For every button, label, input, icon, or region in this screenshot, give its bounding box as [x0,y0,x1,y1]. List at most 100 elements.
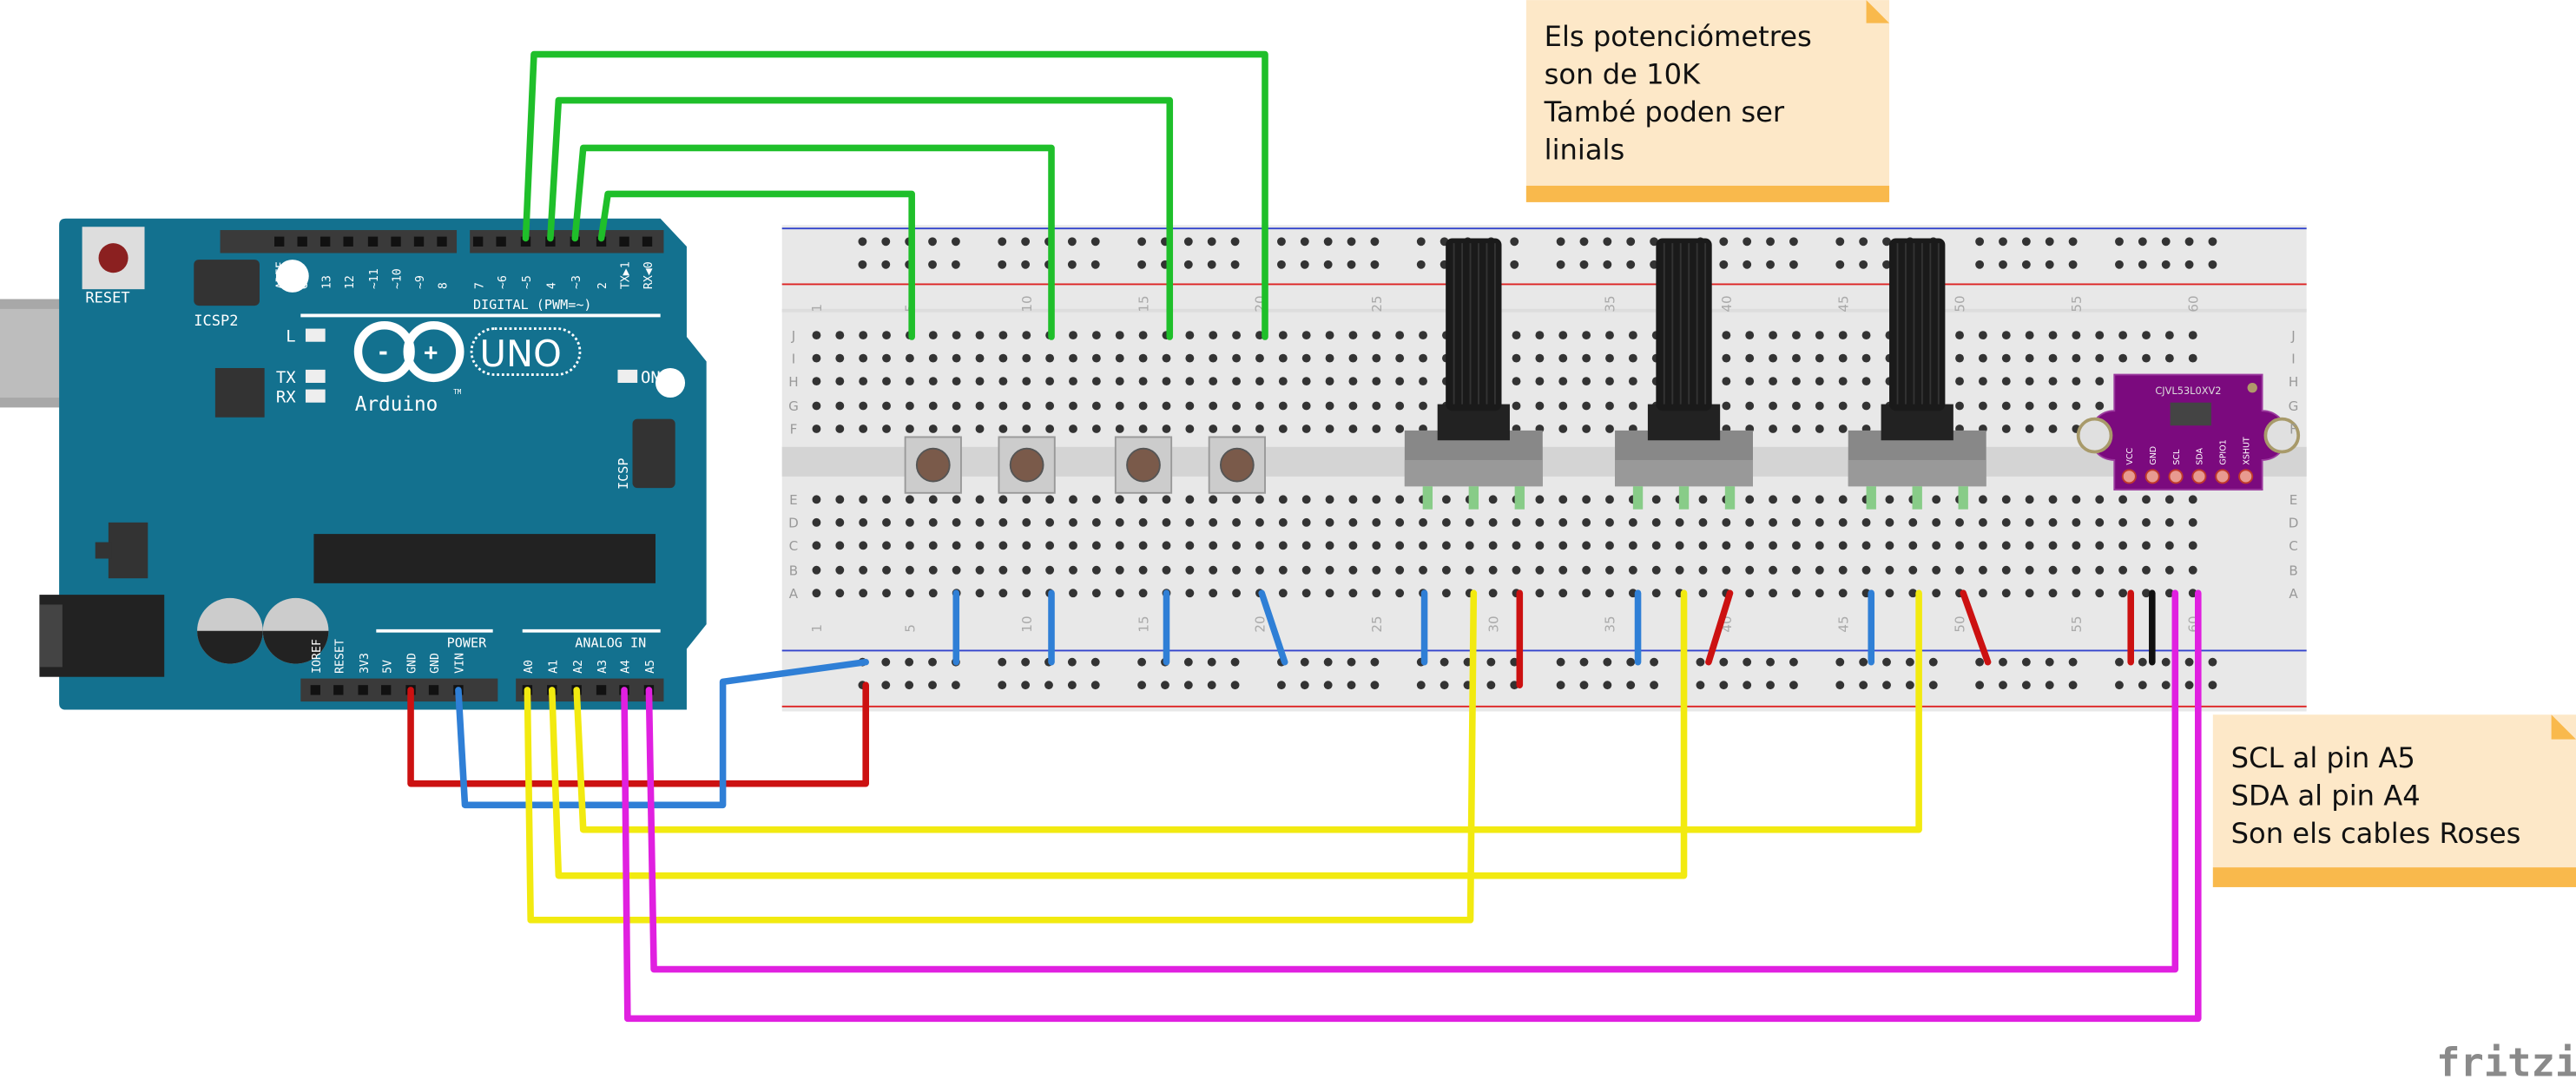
breadboard-hole[interactable] [1209,541,1218,550]
breadboard-hole[interactable] [1605,377,1614,386]
breadboard-hole[interactable] [1815,495,1824,504]
breadboard-hole[interactable] [975,401,985,411]
breadboard-hole[interactable] [1441,589,1451,598]
breadboard-hole[interactable] [1162,517,1171,527]
breadboard-hole[interactable] [1582,517,1591,527]
breadboard-hole[interactable] [2188,331,2197,340]
breadboard-hole[interactable] [1861,331,1871,340]
power-rail-hole[interactable] [1416,237,1426,247]
breadboard-hole[interactable] [1069,331,1077,340]
breadboard-hole[interactable] [1582,331,1591,340]
power-rail-hole[interactable] [1183,681,1193,690]
breadboard-hole[interactable] [1022,331,1031,340]
power-rail-hole[interactable] [1603,657,1612,667]
breadboard-hole[interactable] [1815,517,1824,527]
power-rail-hole[interactable] [2138,237,2147,247]
breadboard-hole[interactable] [2048,541,2058,550]
power-rail-hole[interactable] [1486,657,1496,667]
power-rail-hole[interactable] [2208,237,2217,247]
power-rail-hole[interactable] [1859,657,1868,667]
digital-pin[interactable] [545,236,556,247]
breadboard-hole[interactable] [1255,401,1264,411]
breadboard-hole[interactable] [905,541,914,550]
breadboard-hole[interactable] [812,495,821,504]
breadboard-hole[interactable] [2001,331,2011,340]
breadboard-hole[interactable] [1185,565,1195,575]
breadboard-hole[interactable] [835,425,845,433]
power-rail-hole[interactable] [2045,681,2054,690]
power-rail-hole[interactable] [2021,237,2031,247]
breadboard-hole[interactable] [975,517,985,527]
breadboard-hole[interactable] [812,589,821,598]
breadboard-hole[interactable] [1162,541,1171,550]
breadboard-hole[interactable] [1605,565,1614,575]
breadboard-hole[interactable] [1138,401,1148,411]
power-rail-hole[interactable] [1207,681,1216,690]
breadboard-hole[interactable] [1441,541,1451,550]
breadboard-hole[interactable] [1838,541,1848,550]
breadboard-hole[interactable] [1815,589,1824,598]
push-button[interactable] [1208,436,1266,494]
power-rail-hole[interactable] [1975,657,1985,667]
breadboard-hole[interactable] [1045,517,1055,527]
wire-magenta-a4-sda[interactable] [621,589,2202,1023]
power-rail-hole[interactable] [1067,681,1077,690]
breadboard-hole[interactable] [2048,377,2058,386]
digital-pin[interactable] [320,236,331,247]
breadboard-hole[interactable] [2025,565,2034,575]
breadboard-hole[interactable] [1792,589,1801,598]
power-rail-hole[interactable] [881,260,891,269]
breadboard-hole[interactable] [1255,495,1264,504]
push-button[interactable] [1114,436,1173,494]
breadboard-hole[interactable] [1022,565,1031,575]
breadboard-hole[interactable] [1651,495,1661,504]
breadboard-hole[interactable] [975,353,985,363]
breadboard-hole[interactable] [2164,517,2174,527]
breadboard-hole[interactable] [1582,401,1591,411]
breadboard-hole[interactable] [1325,517,1334,527]
breadboard-hole[interactable] [882,353,891,363]
breadboard-hole[interactable] [1185,377,1195,386]
power-rail-hole[interactable] [2068,657,2078,667]
breadboard-hole[interactable] [1955,565,1964,575]
breadboard-hole[interactable] [1278,565,1288,575]
power-rail-hole[interactable] [1137,237,1147,247]
power-rail-hole[interactable] [1207,260,1216,269]
breadboard-hole[interactable] [1535,589,1545,598]
breadboard-hole[interactable] [1861,377,1871,386]
breadboard-hole[interactable] [1558,401,1568,411]
breadboard-hole[interactable] [1185,541,1195,550]
power-pin[interactable] [333,685,344,695]
power-rail-hole[interactable] [1486,681,1496,690]
breadboard-hole[interactable] [1932,589,1941,598]
breadboard-hole[interactable] [1255,377,1264,386]
power-rail-hole[interactable] [1323,681,1333,690]
breadboard-hole[interactable] [1185,401,1195,411]
breadboard-hole[interactable] [905,401,914,411]
breadboard-hole[interactable] [1745,495,1755,504]
power-rail-hole[interactable] [1021,657,1031,667]
power-rail-hole[interactable] [2068,237,2078,247]
breadboard-hole[interactable] [2118,589,2128,598]
breadboard-hole[interactable] [835,589,845,598]
breadboard-hole[interactable] [1209,517,1218,527]
power-rail-hole[interactable] [2184,260,2194,269]
power-rail-hole[interactable] [1603,681,1612,690]
breadboard-hole[interactable] [1769,425,1778,433]
breadboard-hole[interactable] [1955,377,1964,386]
breadboard-hole[interactable] [1232,565,1242,575]
breadboard-hole[interactable] [2142,495,2151,504]
breadboard-hole[interactable] [905,517,914,527]
breadboard-hole[interactable] [952,541,961,550]
power-rail-hole[interactable] [1183,657,1193,667]
breadboard-hole[interactable] [1115,377,1124,386]
breadboard-hole[interactable] [1255,425,1264,433]
breadboard-hole[interactable] [1278,517,1288,527]
breadboard-hole[interactable] [1348,377,1358,386]
breadboard-hole[interactable] [1558,565,1568,575]
breadboard-hole[interactable] [1558,541,1568,550]
breadboard-hole[interactable] [1605,353,1614,363]
breadboard-hole[interactable] [1348,517,1358,527]
breadboard-hole[interactable] [1722,377,1731,386]
power-rail-hole[interactable] [1999,657,2007,667]
